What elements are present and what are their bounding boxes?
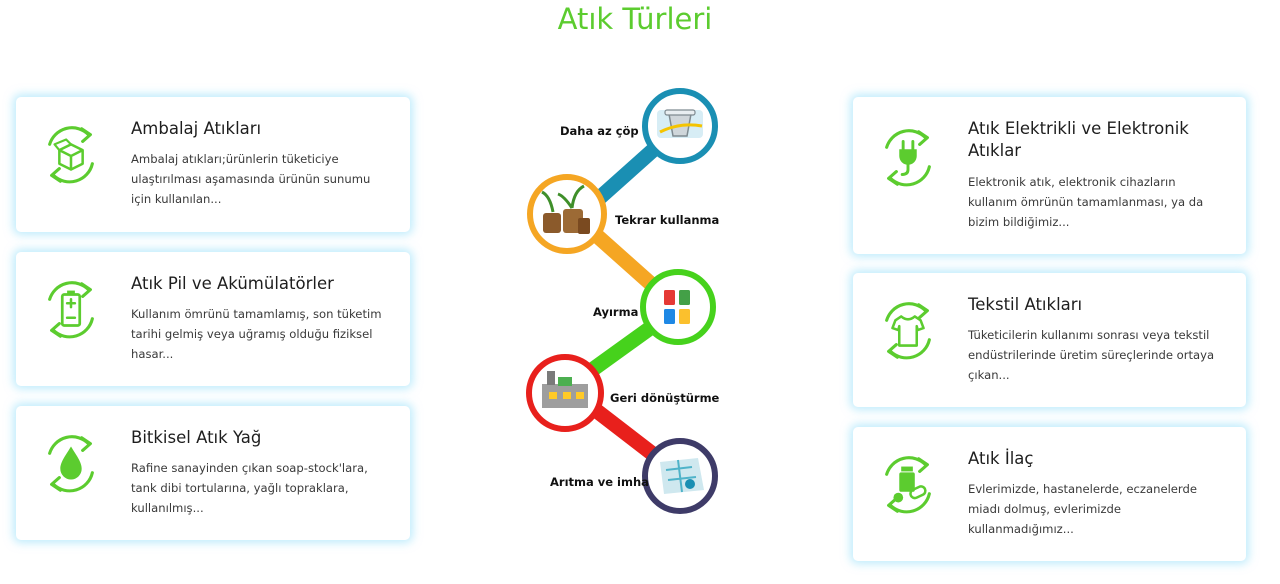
card-description: Ambalaj atıkları;ürünlerin tüketiciye ul… bbox=[131, 152, 371, 206]
treatment-map-icon bbox=[660, 458, 704, 494]
step-label: Arıtma ve imha bbox=[550, 475, 649, 489]
card-atik-elektrikli-elektronik[interactable]: Atık Elektrikli ve Elektronik Atıklar El… bbox=[853, 97, 1246, 254]
step-geri-donusturme: Geri dönüştürme bbox=[526, 354, 720, 432]
card-atik-pil[interactable]: Atık Pil ve Akümülatörler Kullanım ömrün… bbox=[16, 252, 410, 386]
card-title: Bitkisel Atık Yağ bbox=[131, 428, 262, 447]
step-label: Geri dönüştürme bbox=[610, 391, 720, 405]
step-label: Daha az çöp bbox=[560, 124, 639, 138]
tshirt-recycle-icon bbox=[885, 302, 931, 360]
card-description: Kullanım ömrünü tamamlamış, son tüketim … bbox=[131, 307, 382, 361]
card-ambalaj-atiklari[interactable]: Ambalaj Atıkları Ambalaj atıkları;ürünle… bbox=[16, 97, 410, 232]
step-daha-az-cop: Daha az çöp bbox=[560, 88, 718, 164]
oil-drop-recycle-icon bbox=[48, 435, 94, 493]
recycling-bins-icon bbox=[664, 290, 690, 324]
recycling-factory-icon bbox=[542, 371, 588, 408]
medicine-recycle-icon bbox=[885, 456, 931, 514]
box-recycle-icon bbox=[48, 126, 94, 184]
card-title: Atık Pil ve Akümülatörler bbox=[131, 274, 334, 293]
step-aritma-ve-imha: Arıtma ve imha bbox=[550, 438, 718, 514]
card-title: Atık Elektrikli ve Elektronik Atıklar bbox=[968, 119, 1189, 160]
step-label: Tekrar kullanma bbox=[615, 213, 719, 227]
reuse-pots-icon bbox=[541, 184, 590, 234]
plug-recycle-icon bbox=[885, 129, 931, 187]
card-atik-ilac[interactable]: Atık İlaç Evlerimizde, hastanelerde, ecz… bbox=[853, 427, 1246, 561]
waste-hierarchy-diagram: Daha az çöp Tekrar kullanma Ayırma bbox=[526, 88, 720, 514]
card-description: Elektronik atık, elektronik cihazların k… bbox=[968, 175, 1204, 229]
step-tekrar-kullanma: Tekrar kullanma bbox=[527, 174, 719, 254]
step-label: Ayırma bbox=[593, 305, 638, 319]
trash-bin-icon bbox=[657, 109, 703, 138]
card-tekstil-atiklari[interactable]: Tekstil Atıkları Tüketicilerin kullanımı… bbox=[853, 273, 1246, 407]
card-description: Rafine sanayinden çıkan soap-stock'lara,… bbox=[131, 461, 368, 515]
card-description: Tüketicilerin kullanımı sonrası veya tek… bbox=[968, 328, 1215, 382]
step-ayirma: Ayırma bbox=[593, 269, 716, 345]
page-title: Atık Türleri bbox=[557, 2, 713, 36]
battery-recycle-icon bbox=[48, 281, 94, 339]
card-title: Atık İlaç bbox=[968, 449, 1034, 468]
card-description: Evlerimizde, hastanelerde, eczanelerde m… bbox=[968, 482, 1197, 536]
card-title: Tekstil Atıkları bbox=[968, 295, 1083, 314]
card-title: Ambalaj Atıkları bbox=[131, 119, 262, 138]
card-bitkisel-atik-yag[interactable]: Bitkisel Atık Yağ Rafine sanayinden çıka… bbox=[16, 406, 410, 540]
